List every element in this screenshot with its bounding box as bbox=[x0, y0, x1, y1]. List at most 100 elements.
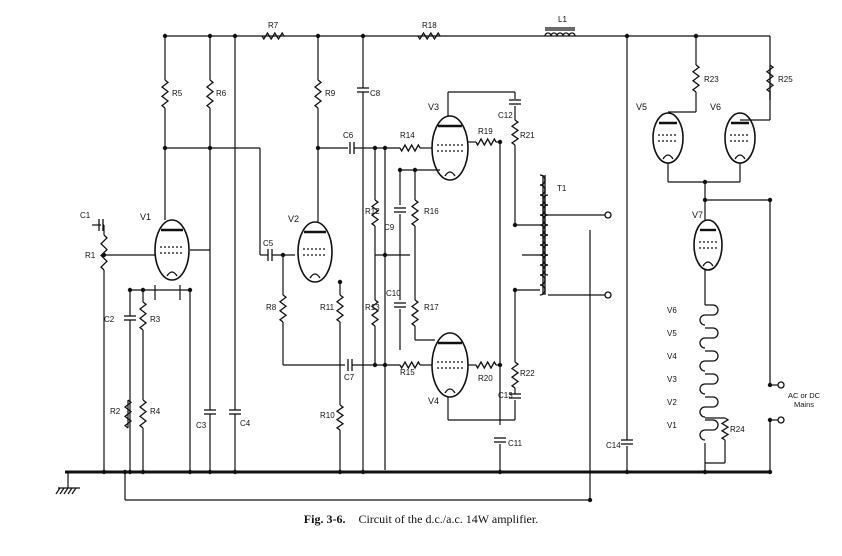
junction-dot bbox=[207, 145, 213, 151]
label-r12: R12 bbox=[365, 207, 380, 216]
label-r17: R17 bbox=[424, 303, 439, 312]
label-r15: R15 bbox=[400, 368, 415, 377]
label-r4: R4 bbox=[150, 407, 161, 416]
label-v4: V4 bbox=[428, 396, 439, 406]
output-terminal bbox=[604, 291, 612, 299]
junction-dot bbox=[702, 469, 708, 475]
label-c11: C11 bbox=[508, 439, 523, 448]
junction-dot bbox=[497, 139, 503, 145]
junction-dot bbox=[767, 197, 773, 203]
label-c7: C7 bbox=[344, 373, 355, 382]
figure-number: Fig. 3-6. bbox=[303, 512, 346, 526]
label-c4: C4 bbox=[240, 419, 251, 428]
capacitor-c4 bbox=[229, 409, 241, 415]
label-heater_v3: V3 bbox=[667, 375, 677, 384]
label-r22: R22 bbox=[520, 369, 535, 378]
label-heater_v5: V5 bbox=[667, 329, 677, 338]
junction-dot bbox=[372, 362, 378, 368]
junction-dot bbox=[187, 287, 193, 293]
label-l1: L1 bbox=[558, 15, 567, 24]
valve-v7 bbox=[693, 219, 723, 271]
resistor-r10 bbox=[335, 404, 345, 431]
output-terminal bbox=[604, 211, 612, 219]
label-heater_v6: V6 bbox=[667, 306, 677, 315]
label-c12: C12 bbox=[498, 111, 513, 120]
label-v3: V3 bbox=[428, 102, 439, 112]
junction-dot bbox=[232, 469, 238, 475]
label-r24: R24 bbox=[730, 425, 745, 434]
junction-dot bbox=[382, 145, 388, 151]
label-r16: R16 bbox=[424, 207, 439, 216]
junction-dot bbox=[122, 469, 128, 475]
mains-terminal bbox=[777, 416, 785, 424]
capacitor-c3 bbox=[204, 409, 216, 415]
junction-dot bbox=[315, 145, 321, 151]
heater-element bbox=[699, 350, 719, 372]
resistor-r23 bbox=[691, 64, 701, 93]
label-v2: V2 bbox=[288, 214, 299, 224]
label-r19: R19 bbox=[478, 127, 493, 136]
junction-dot bbox=[624, 33, 630, 39]
mains-terminal bbox=[777, 381, 785, 389]
resistor-r14 bbox=[399, 143, 421, 153]
label-r20: R20 bbox=[478, 374, 493, 383]
label-r11: R11 bbox=[320, 303, 335, 312]
label-v5: V5 bbox=[636, 102, 647, 112]
resistor-r13 bbox=[370, 299, 380, 327]
valve-v5 bbox=[652, 112, 684, 164]
label-t1: T1 bbox=[557, 184, 567, 193]
capacitor-c7 bbox=[347, 359, 353, 371]
junction-dot bbox=[767, 469, 773, 475]
heater-element bbox=[699, 419, 719, 441]
label-c13: C13 bbox=[498, 391, 513, 400]
junction-dot bbox=[207, 33, 213, 39]
capacitor-c14 bbox=[621, 439, 633, 445]
valve-v2 bbox=[297, 221, 333, 283]
valve-v4 bbox=[431, 332, 469, 398]
junction-dot bbox=[512, 222, 518, 228]
junction-dot bbox=[693, 33, 699, 39]
label-c1: C1 bbox=[80, 211, 91, 220]
label-heater_v2: V2 bbox=[667, 398, 677, 407]
resistor-r5 bbox=[160, 79, 170, 109]
capacitor-c1 bbox=[98, 219, 104, 231]
junction-dot bbox=[624, 469, 630, 475]
resistor-r4 bbox=[138, 399, 148, 429]
capacitor-c2 bbox=[124, 315, 136, 321]
resistor-r8 bbox=[278, 294, 288, 323]
label-c2: C2 bbox=[104, 315, 115, 324]
resistor-r12 bbox=[370, 199, 380, 227]
heater-element bbox=[699, 304, 719, 326]
label-r1: R1 bbox=[85, 251, 96, 260]
heater-element bbox=[699, 396, 719, 418]
capacitor-c11 bbox=[494, 437, 506, 443]
valve-v1 bbox=[154, 219, 190, 281]
junction-dot bbox=[207, 469, 213, 475]
label-r13: R13 bbox=[365, 303, 380, 312]
heater-element bbox=[699, 327, 719, 349]
junction-dot bbox=[587, 497, 593, 503]
label-heater_v1: V1 bbox=[667, 421, 677, 430]
valve-v3 bbox=[431, 115, 469, 181]
output-transformer-t1 bbox=[539, 174, 549, 296]
capacitor-c8 bbox=[357, 87, 369, 93]
resistor-r3 bbox=[138, 301, 148, 331]
capacitor-c10 bbox=[394, 302, 406, 308]
label-c14: C14 bbox=[606, 441, 621, 450]
capacitor-c12 bbox=[509, 99, 521, 105]
junction-dot bbox=[497, 362, 503, 368]
label-r23: R23 bbox=[704, 75, 719, 84]
junction-dot bbox=[397, 167, 403, 173]
label-v1: V1 bbox=[140, 212, 151, 222]
junction-dot bbox=[702, 179, 708, 185]
label-c9: C9 bbox=[384, 223, 395, 232]
resistor-r11 bbox=[335, 294, 345, 323]
resistor-r19 bbox=[475, 137, 497, 147]
resistor-r22 bbox=[510, 361, 520, 389]
capacitor-c6 bbox=[349, 142, 355, 154]
figure-caption: Fig. 3-6. Circuit of the d.c./a.c. 14W a… bbox=[0, 512, 842, 527]
junction-dot bbox=[382, 252, 388, 258]
resistor-r21 bbox=[510, 119, 520, 146]
